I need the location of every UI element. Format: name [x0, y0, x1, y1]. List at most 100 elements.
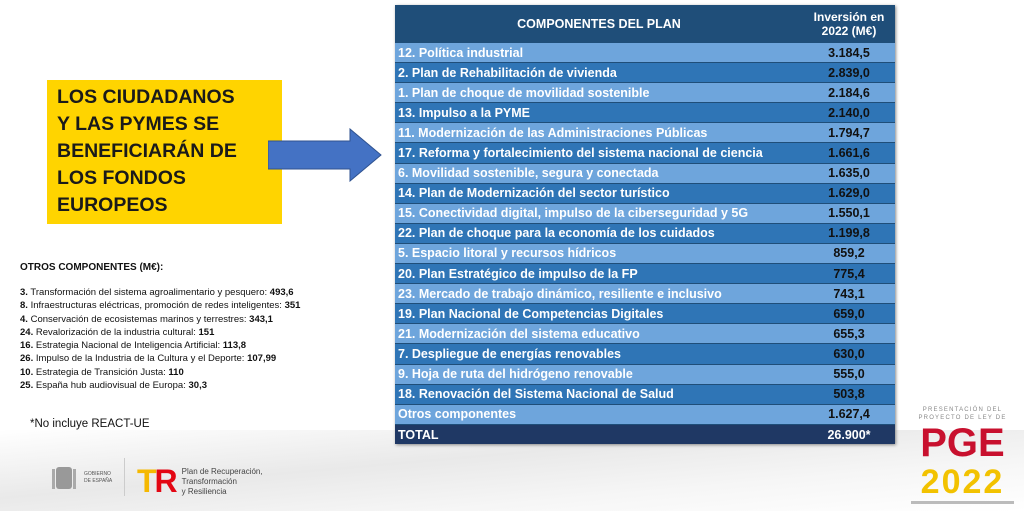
component-name: 1. Plan de choque de movilidad sostenibl…	[395, 82, 803, 103]
item-number: 3.	[20, 287, 28, 298]
pge-year: 2022	[920, 463, 1005, 501]
component-value: 1.199,8	[803, 222, 895, 244]
table-row: 19. Plan Nacional de Competencias Digita…	[395, 303, 895, 324]
header-investment-line: Inversión en	[813, 9, 885, 24]
component-name: 6. Movilidad sostenible, segura y conect…	[395, 162, 803, 184]
item-number: 16.	[20, 340, 34, 352]
item-value: 110	[168, 366, 184, 378]
pge-title: PGE	[920, 421, 1005, 465]
table-row: 6. Movilidad sostenible, segura y conect…	[395, 162, 895, 184]
item-label: Impulso de la Industria de la Cultura y …	[33, 353, 248, 365]
logo-divider	[124, 458, 125, 496]
arrow-right-icon	[268, 128, 382, 182]
other-component-item: 25. España hub audiovisual de Europa: 30…	[20, 379, 300, 392]
item-label: Conservación de ecosistemas marinos y te…	[27, 313, 250, 325]
other-components-title: OTROS COMPONENTES (M€):	[20, 262, 164, 273]
other-component-item: 24. Revalorización de la industria cultu…	[20, 326, 300, 339]
component-name: 18. Renovación del Sistema Nacional de S…	[395, 383, 803, 405]
gobierno-logo: GOBIERNO DE ESPAÑA	[50, 463, 118, 493]
component-name: 11. Modernización de las Administracione…	[395, 122, 803, 143]
component-name: 19. Plan Nacional de Competencias Digita…	[395, 303, 803, 324]
item-label: Infraestructuras eléctricas, promoción d…	[27, 300, 285, 312]
component-value: 3.184,5	[803, 41, 895, 63]
total-label: TOTAL	[395, 423, 803, 445]
component-value: 503,8	[803, 383, 895, 405]
item-value: 351	[284, 300, 301, 312]
table-row: 17. Reforma y fortalecimiento del sistem…	[395, 142, 895, 164]
other-component-item: 26. Impulso de la Industria de la Cultur…	[20, 352, 300, 365]
item-number: 4.	[20, 313, 28, 325]
component-name: 21. Modernización del sistema educativo	[395, 323, 803, 344]
item-value: 151	[198, 326, 215, 338]
headline-box: LOS CIUDADANOS Y LAS PYMES SE BENEFICIAR…	[47, 80, 282, 224]
pge-subtitle: PRESENTACIÓN DEL	[922, 407, 1003, 413]
plan-text: Transformación	[181, 476, 237, 486]
item-number: 24.	[20, 326, 34, 338]
item-number: 10.	[20, 366, 34, 378]
header-investment-line: 2022 (M€)	[821, 23, 877, 38]
component-name: 23. Mercado de trabajo dinámico, resilie…	[395, 283, 803, 304]
component-value: 555,0	[803, 363, 895, 385]
footnote: *No incluye REACT-UE	[30, 418, 150, 430]
component-value: 655,3	[803, 323, 895, 344]
plan-text: Plan de Recuperación,	[181, 466, 263, 476]
component-value: 743,1	[803, 283, 895, 304]
component-value: 859,2	[803, 242, 895, 264]
headline-line: BENEFICIARÁN DE	[57, 140, 237, 162]
pge-logo: PRESENTACIÓN DEL PROYECTO DE LEY DE PGE …	[905, 406, 1020, 505]
table-row: 18. Renovación del Sistema Nacional de S…	[395, 383, 895, 405]
header-component: COMPONENTES DEL PLAN	[395, 5, 803, 43]
component-value: 630,0	[803, 343, 895, 364]
component-value: 1.629,0	[803, 182, 895, 204]
component-value: 1.794,7	[803, 122, 895, 143]
headline-line: LOS CIUDADANOS	[57, 86, 235, 108]
pge-subtitle: PROYECTO DE LEY DE	[918, 415, 1007, 421]
headline-line: Y LAS PYMES SE	[57, 113, 220, 135]
other-component-item: 10. Estrategia de Transición Justa: 110	[20, 366, 300, 379]
component-name: 12. Política industrial	[395, 41, 803, 63]
item-value: 107,99	[247, 353, 277, 365]
component-name: 22. Plan de choque para la economía de l…	[395, 222, 803, 244]
component-value: 659,0	[803, 303, 895, 324]
component-name: 14. Plan de Modernización del sector tur…	[395, 182, 803, 204]
pge-bar	[911, 501, 1014, 504]
component-value: 1.550,1	[803, 202, 895, 224]
item-value: 30,3	[188, 380, 208, 392]
headline-line: EUROPEOS	[57, 194, 168, 216]
component-name: 20. Plan Estratégico de impulso de la FP	[395, 263, 803, 284]
other-component-item: 8. Infraestructuras eléctricas, promoció…	[20, 299, 300, 312]
total-value: 26.900*	[803, 423, 895, 445]
component-name: Otros componentes	[395, 403, 803, 425]
component-value: 775,4	[803, 263, 895, 284]
component-value: 1.635,0	[803, 162, 895, 184]
other-component-item: 16. Estrategia Nacional de Inteligencia …	[20, 339, 300, 352]
tr-logo-icon: TR	[137, 463, 178, 499]
item-label: Estrategia de Transición Justa:	[33, 366, 169, 378]
component-value: 2.140,0	[803, 102, 895, 123]
other-component-item: 3. Transformación del sistema agroalimen…	[20, 286, 300, 299]
item-value: 113,8	[222, 340, 247, 352]
item-label: España hub audiovisual de Europa:	[33, 380, 189, 392]
headline-line: LOS FONDOS	[57, 167, 186, 189]
component-name: 17. Reforma y fortalecimiento del sistem…	[395, 142, 803, 164]
other-component-item: 4. Conservación de ecosistemas marinos y…	[20, 313, 300, 326]
component-value: 1.661,6	[803, 142, 895, 164]
coat-of-arms-icon	[52, 467, 76, 489]
item-number: 25.	[20, 380, 34, 392]
table-row: 11. Modernización de las Administracione…	[395, 122, 895, 143]
component-name: 15. Conectividad digital, impulso de la …	[395, 202, 803, 224]
item-label: Estrategia Nacional de Inteligencia Arti…	[33, 340, 223, 352]
component-value: 2.184,6	[803, 82, 895, 103]
table-row: 15. Conectividad digital, impulso de la …	[395, 202, 895, 224]
table-row: 14. Plan de Modernización del sector tur…	[395, 182, 895, 204]
